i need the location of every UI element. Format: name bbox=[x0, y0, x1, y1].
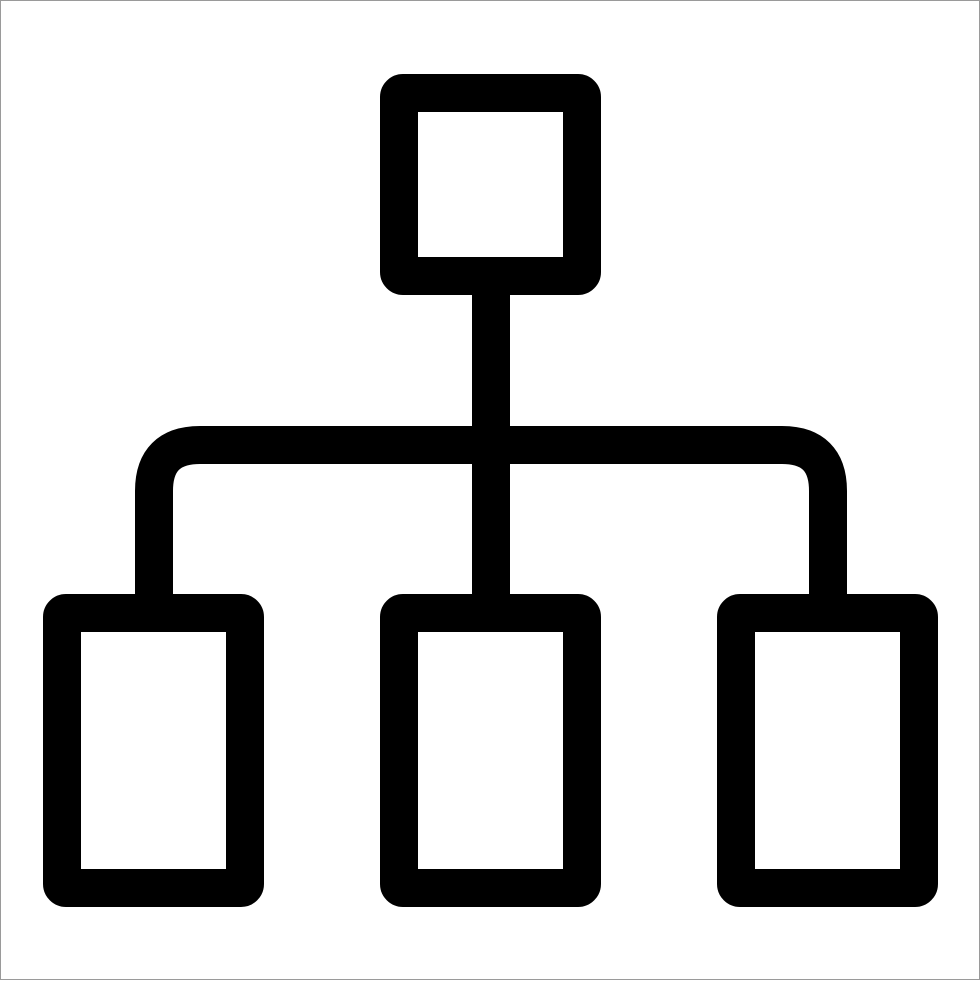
parent-node-box bbox=[380, 74, 601, 295]
child-node-box-center bbox=[380, 594, 601, 907]
child-node-box-left bbox=[43, 594, 264, 907]
child-node-box-right bbox=[717, 594, 938, 907]
